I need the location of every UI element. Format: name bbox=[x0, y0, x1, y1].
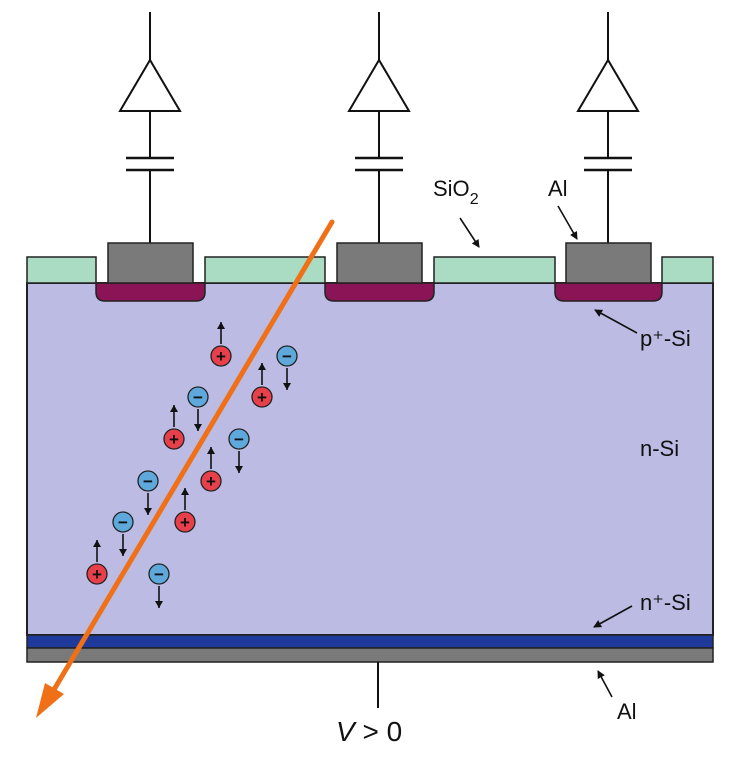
readout-channel-3 bbox=[576, 12, 640, 243]
hole-carrier: + bbox=[174, 488, 196, 533]
p-plus-implant-2 bbox=[324, 282, 435, 302]
al-strip-electrode-3 bbox=[565, 242, 652, 284]
p-plus-si-pointer bbox=[594, 309, 638, 334]
electron-carrier: − bbox=[137, 470, 159, 515]
amplifier-icon bbox=[347, 58, 411, 112]
al-top-label: Al bbox=[548, 176, 568, 201]
electron-symbol: − bbox=[118, 513, 128, 532]
particle-track bbox=[36, 219, 335, 718]
amplifier-icon bbox=[118, 58, 182, 112]
hole-carrier: + bbox=[200, 447, 222, 492]
readout-channel-1 bbox=[118, 12, 182, 243]
electron-symbol: − bbox=[282, 347, 292, 366]
readout-channels bbox=[118, 12, 640, 243]
capacitor-icon bbox=[584, 156, 632, 172]
sio2-pointer bbox=[459, 217, 480, 248]
electron-symbol: − bbox=[193, 388, 203, 407]
sio2-label: SiO2 bbox=[433, 176, 479, 208]
particle-track-arrowhead bbox=[36, 683, 64, 718]
hole-symbol: + bbox=[257, 388, 267, 407]
electron-carrier: − bbox=[228, 428, 250, 473]
al-strip-electrode-1 bbox=[107, 242, 194, 284]
al-top-pointer bbox=[557, 205, 578, 240]
sio2-layer-segment-1 bbox=[26, 256, 97, 284]
hole-symbol: + bbox=[206, 472, 216, 491]
electron-carrier: − bbox=[276, 345, 298, 390]
hole-symbol: + bbox=[180, 513, 190, 532]
al-bottom-label: Al bbox=[617, 699, 637, 724]
bias-voltage-label: V > 0 bbox=[336, 716, 402, 747]
n-plus-si-pointer bbox=[593, 605, 633, 628]
electron-carrier: − bbox=[148, 563, 170, 608]
n-plus-si-label: n⁺-Si bbox=[640, 590, 691, 615]
hole-symbol: + bbox=[216, 347, 226, 366]
electron-symbol: − bbox=[143, 472, 153, 491]
p-plus-implant-3 bbox=[554, 282, 663, 302]
al-strip-electrode-2 bbox=[336, 242, 423, 284]
hole-carrier: + bbox=[210, 322, 232, 367]
sio2-layer-segment-3 bbox=[433, 256, 556, 284]
electron-symbol: − bbox=[234, 430, 244, 449]
readout-channel-2 bbox=[347, 12, 411, 243]
hole-carrier: + bbox=[86, 540, 108, 585]
al-bottom-pointer bbox=[597, 670, 613, 698]
capacitor-icon bbox=[126, 156, 174, 172]
hole-symbol: + bbox=[92, 565, 102, 584]
p-plus-si-label: p⁺-Si bbox=[640, 326, 691, 351]
label-pointers bbox=[459, 205, 638, 698]
hole-carrier: + bbox=[163, 405, 185, 450]
hole-symbol: + bbox=[169, 430, 179, 449]
al-backside-contact bbox=[26, 647, 714, 663]
amplifier-icon bbox=[576, 58, 640, 112]
n-plus-si-layer bbox=[26, 634, 714, 649]
electron-carrier: − bbox=[187, 386, 209, 431]
electron-carrier: − bbox=[112, 511, 134, 556]
charge-carriers: + + + + + + − − − − − − bbox=[86, 322, 298, 608]
p-plus-implant-1 bbox=[95, 282, 206, 302]
n-si-bulk bbox=[26, 282, 714, 636]
hole-carrier: + bbox=[251, 363, 273, 408]
sio2-layer-segment-4 bbox=[661, 256, 714, 284]
capacitor-icon bbox=[355, 156, 403, 172]
electron-symbol: − bbox=[154, 565, 164, 584]
n-si-label: n-Si bbox=[640, 436, 679, 461]
